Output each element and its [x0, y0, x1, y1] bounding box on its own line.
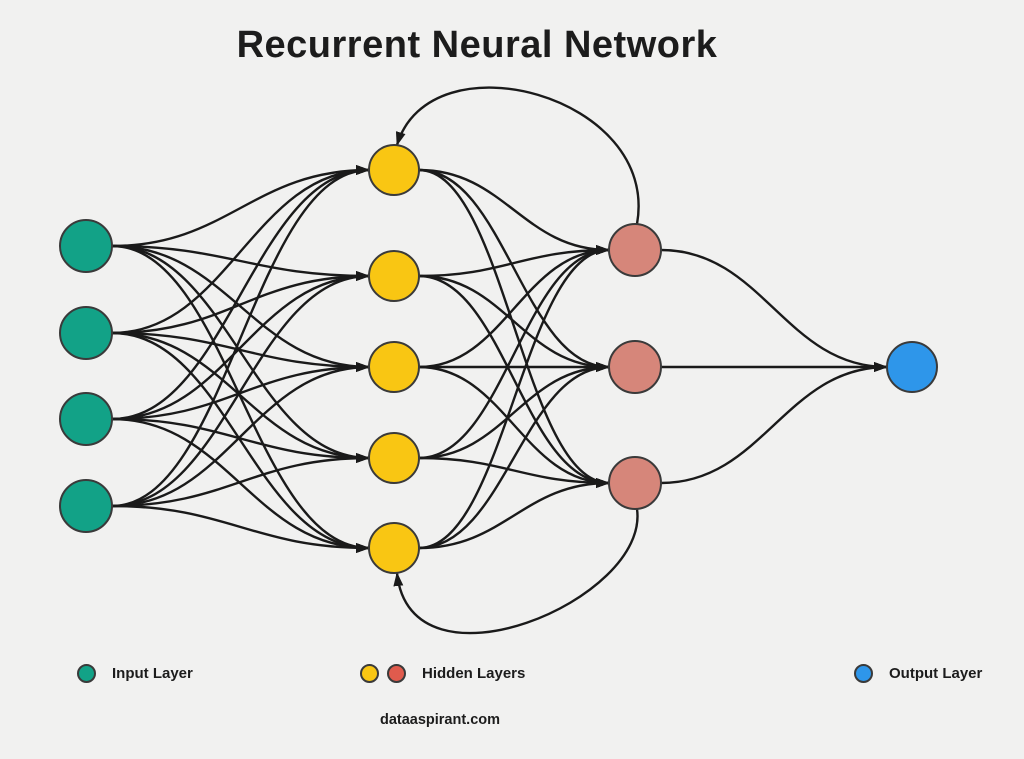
- edge-input1-hidden11: [111, 271, 370, 335]
- legend-item-output-layer: Output Layer: [854, 662, 982, 684]
- edge-hidden13-hidden20: [418, 245, 610, 460]
- edge-hidden20-output0: [660, 248, 888, 372]
- edge-hidden13-hidden21: [418, 362, 610, 460]
- hidden-layer-2-node-1: [608, 223, 662, 277]
- input-layer-swatch: [77, 663, 104, 683]
- input-layer-node-2: [59, 306, 113, 360]
- edge-input2-hidden10: [111, 165, 370, 421]
- edge-hidden11-hidden21: [418, 274, 610, 372]
- edge-input3-hidden13: [111, 453, 370, 508]
- recurrent-edge-top: [395, 86, 640, 225]
- edge-hidden22-output0: [660, 362, 888, 485]
- edge-input1-hidden10: [111, 165, 370, 335]
- hidden-layer-1-node-5: [368, 522, 420, 574]
- edge-hidden10-hidden21: [418, 168, 610, 372]
- edge-hidden10-hidden22: [418, 168, 610, 488]
- hidden-layer-1-node-1: [368, 144, 420, 196]
- edge-input3-hidden14: [111, 504, 370, 553]
- hidden-layer-2-node-2: [608, 340, 662, 394]
- legend-color-dot: [77, 663, 96, 683]
- edge-hidden13-hidden22: [418, 456, 610, 488]
- edge-input0-hidden11: [111, 244, 370, 281]
- hidden-layer-1-node-2: [368, 250, 420, 302]
- edge-hidden11-hidden20: [418, 245, 610, 278]
- edge-input2-hidden11: [111, 271, 370, 421]
- edge-input1-hidden13: [111, 331, 370, 463]
- legend-label: Hidden Layers: [422, 664, 526, 682]
- hidden-layer-2-node-3: [608, 456, 662, 510]
- hidden-layer-1-node-4: [368, 432, 420, 484]
- legend-label: Output Layer: [889, 664, 983, 682]
- input-layer-node-3: [59, 392, 113, 446]
- hidden-layer-1-node-3: [368, 341, 420, 393]
- recurrent-edge-bottom: [393, 508, 639, 635]
- page-title: Recurrent Neural Network: [236, 24, 718, 66]
- edge-input2-hidden14: [111, 417, 370, 553]
- edge-hidden14-hidden21: [418, 362, 610, 550]
- footer-watermark: dataaspirant.com: [379, 712, 501, 728]
- output-layer-swatch: [854, 663, 881, 683]
- output-layer-node-1: [886, 341, 938, 393]
- edge-hidden14-hidden20: [418, 245, 610, 550]
- edge-hidden14-hidden22: [418, 478, 610, 550]
- edge-input3-hidden10: [111, 165, 370, 508]
- edge-input3-hidden12: [111, 362, 370, 508]
- edge-input0-hidden12: [111, 244, 370, 372]
- edge-input3-hidden11: [111, 271, 370, 508]
- edge-hidden12-hidden22: [418, 365, 610, 488]
- legend-color-dot: [387, 663, 406, 683]
- edge-input1-hidden12: [111, 331, 370, 372]
- edge-input0-hidden10: [111, 165, 370, 248]
- edge-hidden11-hidden22: [418, 274, 610, 488]
- legend-label: Input Layer: [112, 664, 193, 682]
- legend-item-input-layer: Input Layer: [77, 662, 193, 684]
- input-layer-node-4: [59, 479, 113, 533]
- legend-item-hidden-layers: Hidden Layers: [360, 662, 525, 684]
- legend-color-dot: [854, 663, 873, 683]
- edge-input0-hidden13: [111, 244, 370, 463]
- edge-input1-hidden14: [111, 331, 370, 553]
- edge-hidden10-hidden20: [418, 168, 610, 255]
- edge-input2-hidden13: [111, 417, 370, 463]
- legend-color-dot: [360, 663, 379, 683]
- hidden-layers-swatch: [360, 663, 414, 683]
- input-layer-node-1: [59, 219, 113, 273]
- edge-hidden12-hidden20: [418, 245, 610, 369]
